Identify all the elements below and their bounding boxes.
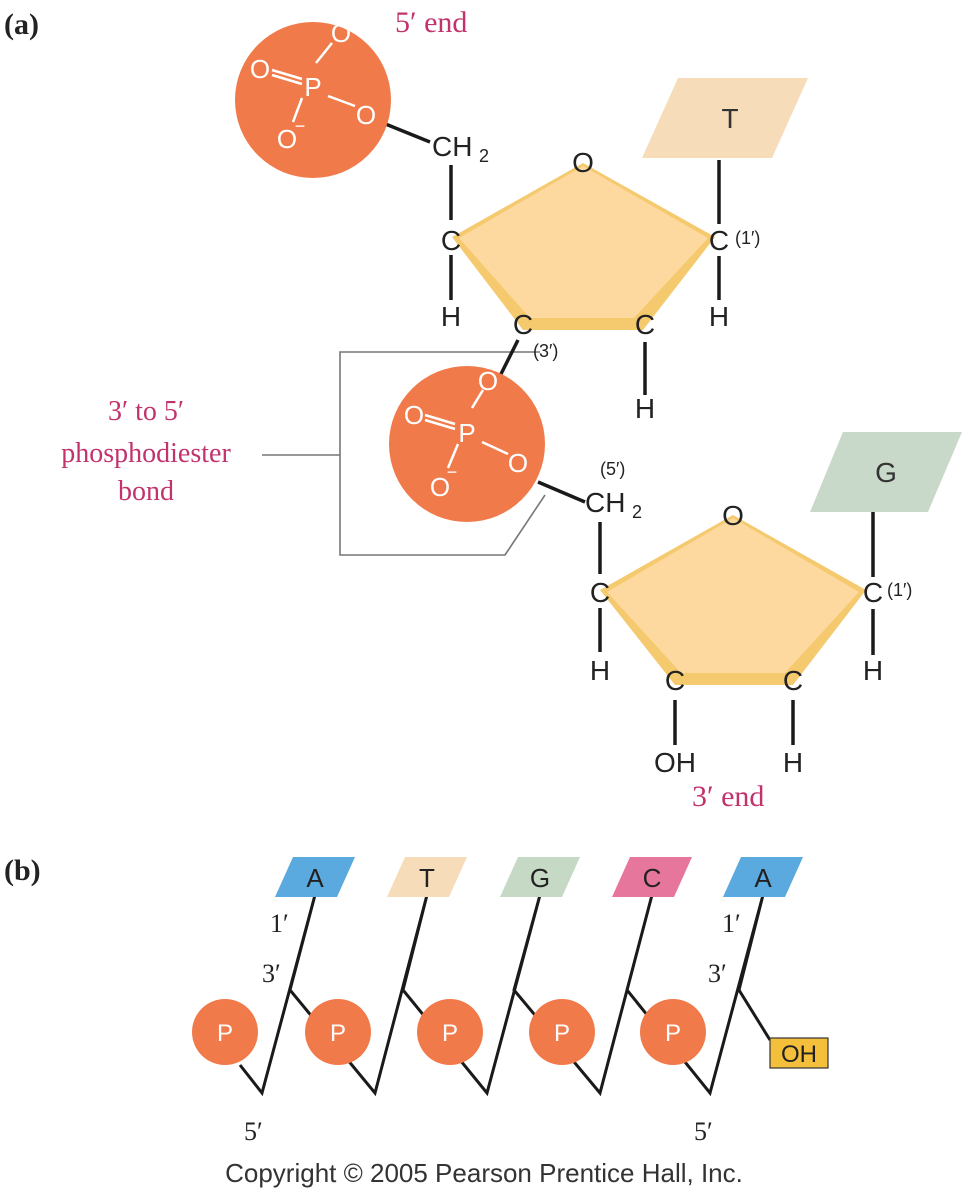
svg-text:O: O: [356, 100, 376, 130]
phosphate-1: P: [192, 999, 258, 1065]
backbone-strand: [238, 894, 772, 1097]
phosphate-4: P: [529, 999, 595, 1065]
prime-1-left: 1′: [270, 909, 289, 938]
prime-1-right: 1′: [722, 909, 741, 938]
svg-text:2: 2: [632, 502, 642, 522]
svg-text:−: −: [295, 116, 306, 136]
base-a-5: A: [723, 857, 803, 897]
phosphodiester-bond-label: 3′ to 5′ phosphodiester bond: [61, 396, 231, 507]
svg-text:H: H: [635, 393, 655, 424]
ring-oxygen-1: O: [572, 147, 594, 178]
base-t: T: [642, 78, 808, 158]
svg-text:P: P: [458, 418, 475, 448]
nucleotide-1-atoms: CH 2 O C H C (3′) C H C (1′) H: [432, 131, 760, 424]
phosphate-3: P: [417, 999, 483, 1065]
base-g: G: [810, 432, 962, 512]
svg-text:C: C: [643, 863, 662, 893]
ring-oxygen-2: O: [722, 500, 744, 531]
svg-text:P: P: [665, 1020, 681, 1047]
svg-text:C: C: [863, 577, 883, 608]
three-prime-end-label: 3′ end: [692, 780, 764, 813]
svg-text:A: A: [754, 863, 772, 893]
c1-prime-label-2: (1′): [887, 580, 912, 600]
svg-text:G: G: [875, 457, 897, 488]
svg-text:O: O: [250, 54, 270, 84]
svg-text:G: G: [530, 863, 550, 893]
prime-5-left: 5′: [244, 1117, 263, 1146]
svg-text:P: P: [304, 72, 321, 102]
phosphate-5: P: [640, 999, 706, 1065]
svg-text:3′ to 5′: 3′ to 5′: [108, 396, 184, 427]
svg-text:O: O: [277, 124, 297, 154]
prime-labels: 1′ 3′ 1′ 3′ 5′ 5′: [244, 909, 741, 1146]
svg-text:P: P: [554, 1020, 570, 1047]
svg-text:C: C: [665, 665, 685, 696]
bond-bracket: [262, 351, 546, 556]
svg-text:C: C: [590, 577, 610, 608]
svg-text:A: A: [306, 863, 324, 893]
prime-5-right: 5′: [694, 1117, 713, 1146]
svg-text:bond: bond: [118, 476, 174, 507]
base-t-2: T: [387, 857, 467, 897]
svg-text:O: O: [430, 472, 450, 502]
sugar-ring-2: [600, 515, 866, 685]
svg-text:C: C: [635, 309, 655, 340]
svg-text:P: P: [442, 1020, 458, 1047]
c3-prime-label: (3′): [533, 341, 558, 361]
svg-text:C: C: [709, 225, 729, 256]
ch2-label-2: CH: [585, 487, 625, 518]
svg-text:OH: OH: [781, 1041, 817, 1068]
base-a-1: A: [275, 857, 355, 897]
three-prime-hydroxyl: OH: [654, 747, 696, 778]
svg-text:T: T: [721, 103, 738, 134]
svg-text:T: T: [419, 863, 435, 893]
svg-text:O: O: [508, 448, 528, 478]
svg-text:−: −: [347, 8, 358, 28]
prime-3-right: 3′: [708, 959, 727, 988]
terminal-hydroxyl: OH: [769, 1037, 829, 1069]
five-prime-end-label: 5′ end: [395, 6, 467, 39]
svg-text:H: H: [863, 655, 883, 686]
ch2-label-1: CH: [432, 131, 472, 162]
svg-text:C: C: [783, 665, 803, 696]
svg-text:H: H: [709, 301, 729, 332]
panel-a-label: (a): [4, 8, 39, 41]
svg-text:O: O: [478, 366, 498, 396]
nucleotide-2-bonds: [537, 480, 875, 745]
nucleotide-2-atoms: (5′) CH 2 O C H C OH C H C (1′) H: [585, 459, 912, 778]
copyright-notice: Copyright © 2005 Pearson Prentice Hall, …: [225, 1158, 743, 1188]
svg-text:P: P: [330, 1020, 346, 1047]
svg-text:−: −: [447, 462, 458, 482]
nucleotide-1-bonds: [382, 121, 721, 395]
panel-b-label: (b): [4, 854, 41, 887]
svg-text:C: C: [513, 309, 533, 340]
base-c-4: C: [612, 857, 692, 897]
svg-text:phosphodiester: phosphodiester: [61, 438, 231, 469]
phosphate-group-1: O − O P O O −: [235, 8, 391, 178]
svg-text:2: 2: [479, 146, 489, 166]
svg-text:H: H: [590, 655, 610, 686]
svg-text:P: P: [217, 1020, 233, 1047]
svg-text:O: O: [331, 18, 351, 48]
phosphate-2: P: [305, 999, 371, 1065]
svg-text:C: C: [441, 225, 461, 256]
c5-prime-label: (5′): [600, 459, 625, 479]
c1-prime-label-1: (1′): [735, 228, 760, 248]
sugar-ring-1: [452, 163, 715, 330]
prime-3-left: 3′: [262, 959, 281, 988]
svg-text:H: H: [783, 747, 803, 778]
svg-text:O: O: [404, 400, 424, 430]
base-g-3: G: [500, 857, 580, 897]
svg-text:H: H: [441, 301, 461, 332]
phosphate-group-2: O O P O O −: [389, 366, 545, 522]
